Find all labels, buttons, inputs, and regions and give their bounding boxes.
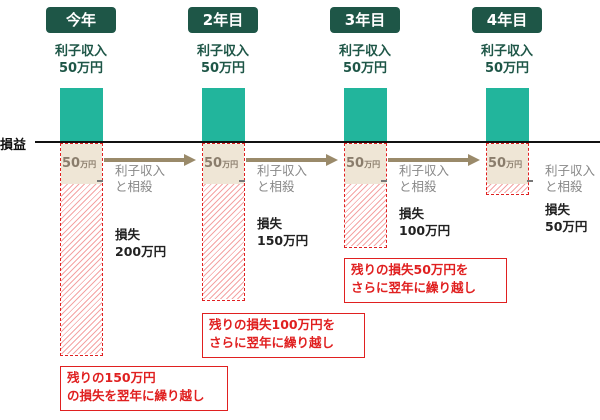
carryover-hatch xyxy=(345,184,386,246)
carryover-arrow-3 xyxy=(388,154,480,166)
carryover-hatch xyxy=(61,184,102,354)
income-label-3: 利子収入 50万円 xyxy=(320,43,410,77)
income-line2: 50万円 xyxy=(58,61,104,76)
offset-block: 50万円 xyxy=(61,144,102,184)
axis-label: 損益 xyxy=(0,138,27,153)
income-label-1: 利子収入 50万円 xyxy=(36,43,126,77)
offset-amount: 50万円 xyxy=(204,156,239,171)
offset-amount: 50万円 xyxy=(62,156,97,171)
year-tag-2: 2年目 xyxy=(188,7,258,33)
carryover-arrow-2 xyxy=(246,154,338,166)
year-tag-3: 3年目 xyxy=(330,7,400,33)
carryover-arrow-1 xyxy=(104,154,196,166)
offset-dash-3 xyxy=(381,180,387,182)
carryover-note-3: 残りの損失50万円をさらに翌年に繰り越し xyxy=(344,258,507,303)
offset-label-1: 利子収入と相殺 xyxy=(115,163,166,194)
offset-amount: 50万円 xyxy=(346,156,381,171)
loss-column-1: 50万円 xyxy=(60,143,103,356)
offset-dash-1 xyxy=(97,180,103,182)
offset-dash-4 xyxy=(527,180,533,182)
offset-amount: 50万円 xyxy=(488,156,523,171)
income-line1: 利子収入 xyxy=(480,44,533,59)
income-label-4: 利子収入 50万円 xyxy=(462,43,552,77)
income-bar-2 xyxy=(202,88,245,141)
carryover-note-2: 残りの損失100万円をさらに翌年に繰り越し xyxy=(202,313,365,358)
carryover-hatch xyxy=(487,184,528,193)
carryover-hatch xyxy=(203,184,244,299)
income-line2: 50万円 xyxy=(200,61,246,76)
offset-block: 50万円 xyxy=(203,144,244,184)
offset-label-4: 利子収入と相殺 xyxy=(545,163,596,194)
year-tag-4: 4年目 xyxy=(472,7,542,33)
loss-column-3: 50万円 xyxy=(344,143,387,248)
offset-dash-2 xyxy=(239,180,245,182)
income-bar-1 xyxy=(60,88,103,141)
income-line2: 50万円 xyxy=(342,61,388,76)
income-line1: 利子収入 xyxy=(196,44,249,59)
income-bar-3 xyxy=(344,88,387,141)
offset-block: 50万円 xyxy=(345,144,386,184)
offset-label-2: 利子収入と相殺 xyxy=(257,163,308,194)
loss-column-4: 50万円 xyxy=(486,143,529,195)
zero-axis-line xyxy=(35,141,600,143)
year-tag-1: 今年 xyxy=(46,7,116,33)
income-bar-4 xyxy=(486,88,529,141)
income-label-2: 利子収入 50万円 xyxy=(178,43,268,77)
income-line2: 50万円 xyxy=(484,61,530,76)
loss-column-2: 50万円 xyxy=(202,143,245,301)
carryover-note-1: 残りの150万円の損失を翌年に繰り越し xyxy=(60,366,228,411)
income-line1: 利子収入 xyxy=(54,44,107,59)
income-line1: 利子収入 xyxy=(338,44,391,59)
offset-block: 50万円 xyxy=(487,144,528,184)
offset-label-3: 利子収入と相殺 xyxy=(399,163,450,194)
